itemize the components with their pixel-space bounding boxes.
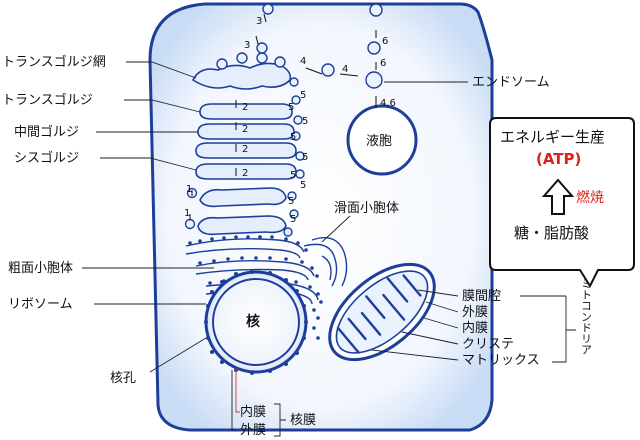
label-mito-cristae: クリステ xyxy=(462,337,514,352)
svg-text:2: 2 xyxy=(242,168,248,179)
vacuole-label: 液胞 xyxy=(366,134,392,149)
nuclear-envelope-labels: 内膜 外膜 核膜 xyxy=(231,368,316,438)
svg-text:1: 1 xyxy=(184,208,190,219)
label-smooth-er: 滑面小胞体 xyxy=(334,201,399,216)
label-mito-inner: 内膜 xyxy=(462,320,488,336)
svg-text:5: 5 xyxy=(300,90,306,101)
svg-text:3: 3 xyxy=(244,40,250,51)
left-labels: トランスゴルジ網 トランスゴルジ 中間ゴルジ シスゴルジ 粗面小胞体 リボソーム… xyxy=(2,54,214,386)
label-mito-intermembrane: 膜間腔 xyxy=(462,289,501,304)
svg-text:5: 5 xyxy=(288,196,294,207)
rough-er xyxy=(185,235,323,340)
svg-text:5: 5 xyxy=(288,102,294,113)
pathway-numbers: 3 3 4 4 6 6 4,6 2 2 2 2 1 1 5 5 5 5 5 5 … xyxy=(184,16,396,225)
svg-text:3: 3 xyxy=(256,16,262,27)
callout-fuel: 糖・脂肪酸 xyxy=(514,224,589,242)
ribosomes xyxy=(188,235,323,340)
svg-text:4: 4 xyxy=(300,56,306,67)
svg-text:5: 5 xyxy=(302,152,308,163)
mitochondrion xyxy=(328,262,436,362)
label-rough-er: 粗面小胞体 xyxy=(8,261,73,276)
svg-text:5: 5 xyxy=(290,132,296,143)
golgi-apparatus xyxy=(184,52,305,237)
svg-text:5: 5 xyxy=(290,170,296,181)
pathway-arrows xyxy=(189,13,377,220)
label-trans-golgi-network: トランスゴルジ網 xyxy=(2,54,106,70)
label-endosome: エンドソーム xyxy=(472,75,550,90)
svg-text:2: 2 xyxy=(242,144,248,155)
callout-title: エネルギー生産 xyxy=(500,128,605,146)
callout-atp: (ATP) xyxy=(536,150,581,168)
label-medial-golgi: 中間ゴルジ xyxy=(14,124,79,140)
svg-text:1: 1 xyxy=(186,184,192,195)
callout-burn: 燃焼 xyxy=(576,189,604,206)
label-nuclear-envelope: 核膜 xyxy=(290,413,316,428)
energy-callout: エネルギー生産 (ATP) 燃焼 糖・脂肪酸 xyxy=(489,117,635,289)
label-mito-matrix: マトリックス xyxy=(462,353,540,368)
svg-text:6: 6 xyxy=(380,58,386,69)
svg-text:2: 2 xyxy=(242,124,248,135)
label-mito-outer: 外膜 xyxy=(462,305,488,320)
label-cis-golgi: シスゴルジ xyxy=(14,150,79,166)
svg-text:5: 5 xyxy=(302,116,308,127)
label-nuclear-pore: 核孔 xyxy=(110,371,136,386)
label-outer-membrane: 外膜 xyxy=(240,423,266,438)
smooth-er xyxy=(303,237,348,287)
label-ribosome: リボソーム xyxy=(8,297,73,312)
up-arrow-icon xyxy=(541,178,575,215)
label-trans-golgi: トランスゴルジ xyxy=(2,92,93,108)
svg-text:2: 2 xyxy=(242,102,248,113)
svg-text:6: 6 xyxy=(382,36,388,47)
label-inner-membrane: 内膜 xyxy=(240,404,266,420)
nucleus xyxy=(204,270,308,375)
svg-text:4,6: 4,6 xyxy=(380,98,396,109)
nucleus-label: 核 xyxy=(246,313,260,330)
svg-text:5: 5 xyxy=(290,214,296,225)
mito-labels: 膜間腔 外膜 内膜 クリステ マトリックス ミトコンドリア xyxy=(371,278,593,368)
vacuole xyxy=(346,104,418,176)
label-mitochondria: ミトコンドリア xyxy=(580,278,593,355)
cell-membrane xyxy=(148,2,494,432)
svg-text:4: 4 xyxy=(342,64,348,75)
svg-text:5: 5 xyxy=(300,180,306,191)
